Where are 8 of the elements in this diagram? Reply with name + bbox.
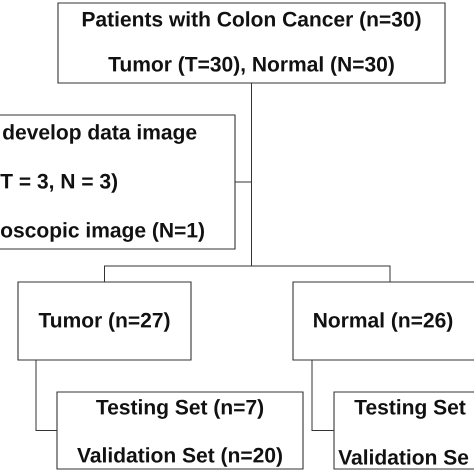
process-box: develop data image T = 3, N = 3) oscopic image (N=1) [0, 114, 236, 250]
connector-line [312, 360, 334, 431]
process-box: Tumor (n=27) [17, 281, 192, 361]
connector-line [36, 360, 58, 431]
process-box: Normal (n=26) [292, 281, 474, 361]
process-box: Testing Set Validation Se [333, 391, 474, 470]
process-box: Patients with Colon Cancer (n=30) Tumor (T=30), Normal (N=30) [57, 2, 446, 84]
process-box: Testing Set (n=7) Validation Set (n=20) [56, 391, 304, 470]
